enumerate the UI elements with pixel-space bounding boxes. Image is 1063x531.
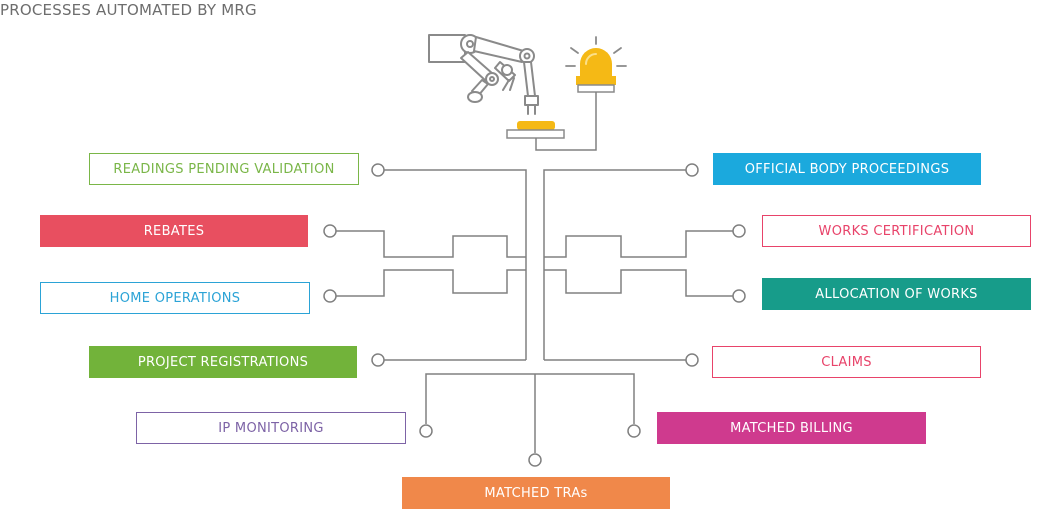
project-registrations-box: PROJECT REGISTRATIONS	[89, 346, 357, 378]
node-allocation-of-works	[732, 289, 746, 303]
node-ip-monitoring	[419, 424, 433, 438]
works-certification-label: WORKS CERTIFICATION	[818, 223, 975, 239]
project-registrations-label: PROJECT REGISTRATIONS	[137, 354, 309, 370]
rebates-box: REBATES	[40, 215, 308, 247]
rebates-label: REBATES	[143, 223, 205, 239]
node-matched-tras	[528, 453, 542, 467]
works-certification-box: WORKS CERTIFICATION	[762, 215, 1031, 247]
ip-monitoring-box: IP MONITORING	[136, 412, 406, 444]
claims-label: CLAIMS	[821, 354, 872, 370]
allocation-of-works-label: ALLOCATION OF WORKS	[815, 286, 978, 302]
allocation-of-works-box: ALLOCATION OF WORKS	[762, 278, 1031, 310]
node-works-certification	[732, 224, 746, 238]
readings-pending-validation-box: READINGS PENDING VALIDATION	[89, 153, 359, 185]
node-rebates	[323, 224, 337, 238]
alarm-beacon-icon	[565, 36, 627, 93]
node-claims	[685, 353, 699, 367]
ip-monitoring-label: IP MONITORING	[218, 420, 324, 436]
home-operations-box: HOME OPERATIONS	[40, 282, 310, 314]
matched-billing-box: MATCHED BILLING	[657, 412, 926, 444]
readings-pending-validation-label: READINGS PENDING VALIDATION	[113, 161, 335, 177]
page-title: PROCESSES AUTOMATED BY MRG	[0, 1, 257, 19]
push-button-icon	[506, 121, 565, 139]
matched-tras-label: MATCHED TRAs	[484, 485, 588, 501]
claims-box: CLAIMS	[712, 346, 981, 378]
node-project-registrations	[371, 353, 385, 367]
connector-lines	[336, 92, 733, 453]
official-body-proceedings-box: OFFICIAL BODY PROCEEDINGS	[713, 153, 981, 185]
home-operations-label: HOME OPERATIONS	[109, 290, 241, 306]
robotic-arm-icon	[428, 34, 539, 115]
node-readings-pending-validation	[371, 163, 385, 177]
matched-tras-box: MATCHED TRAs	[402, 477, 670, 509]
node-home-operations	[323, 289, 337, 303]
node-official-body-proceedings	[685, 163, 699, 177]
matched-billing-label: MATCHED BILLING	[730, 420, 853, 436]
official-body-proceedings-label: OFFICIAL BODY PROCEEDINGS	[744, 161, 950, 177]
node-matched-billing	[627, 424, 641, 438]
connector-nodes	[323, 163, 746, 467]
